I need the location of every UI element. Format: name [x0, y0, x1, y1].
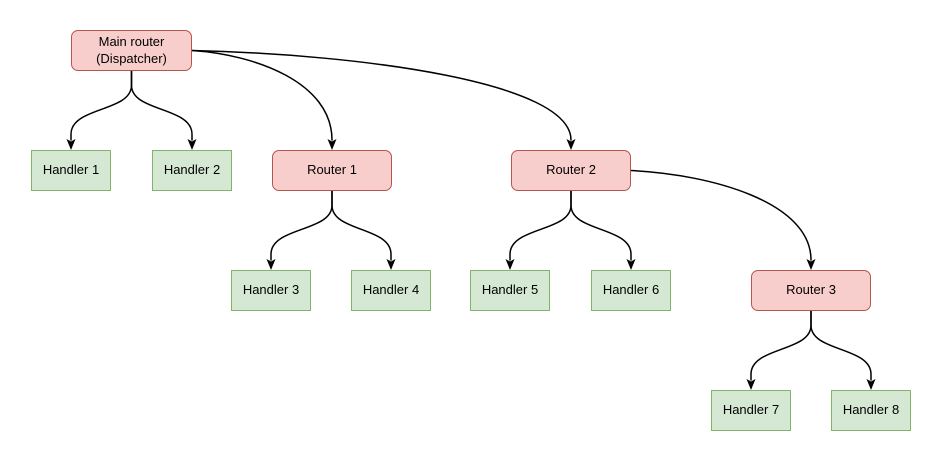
arrowhead-icon [66, 139, 76, 150]
edge-router3-to-handler7 [750, 310, 812, 381]
node-handler-4[interactable]: Handler 4 [351, 270, 431, 311]
edge-router1-to-handler4 [331, 190, 392, 261]
node-handler-4-label: Handler 4 [362, 282, 420, 298]
edge-router2-to-router3 [630, 169, 812, 261]
node-handler-6[interactable]: Handler 6 [591, 270, 671, 311]
arrowhead-icon [386, 259, 396, 270]
node-main-router-label: Main router (Dispatcher) [96, 34, 167, 66]
node-handler-8-label: Handler 8 [842, 402, 900, 418]
node-handler-8[interactable]: Handler 8 [831, 390, 911, 431]
node-router-3[interactable]: Router 3 [751, 270, 871, 311]
arrowhead-icon [266, 259, 276, 270]
arrowhead-icon [566, 139, 576, 150]
edge-main-to-handler2 [130, 70, 193, 141]
node-main-router[interactable]: Main router (Dispatcher) [71, 30, 192, 71]
node-handler-1-label: Handler 1 [42, 162, 100, 178]
node-handler-7[interactable]: Handler 7 [711, 390, 791, 431]
node-handler-5-label: Handler 5 [481, 282, 539, 298]
node-handler-3-label: Handler 3 [242, 282, 300, 298]
edge-main-to-router1 [191, 49, 333, 141]
node-handler-2[interactable]: Handler 2 [152, 150, 232, 191]
arrowhead-icon [327, 139, 337, 150]
arrowhead-icon [746, 379, 756, 390]
node-router-2-label: Router 2 [546, 162, 596, 178]
arrowhead-icon [806, 259, 816, 270]
edge-main-to-router2 [191, 49, 572, 141]
node-handler-2-label: Handler 2 [163, 162, 221, 178]
node-handler-6-label: Handler 6 [602, 282, 660, 298]
node-handler-5[interactable]: Handler 5 [470, 270, 550, 311]
arrowhead-icon [187, 139, 197, 150]
node-handler-7-label: Handler 7 [722, 402, 780, 418]
node-router-1-label: Router 1 [307, 162, 357, 178]
node-handler-3[interactable]: Handler 3 [231, 270, 311, 311]
edge-main-to-handler1 [70, 70, 133, 141]
arrowhead-icon [866, 379, 876, 390]
edge-router1-to-handler3 [270, 190, 333, 261]
arrowhead-icon [505, 259, 515, 270]
node-router-1[interactable]: Router 1 [272, 150, 392, 191]
node-handler-1[interactable]: Handler 1 [31, 150, 111, 191]
node-router-3-label: Router 3 [786, 282, 836, 298]
edge-router3-to-handler8 [810, 310, 872, 381]
arrowhead-icon [626, 259, 636, 270]
edge-router2-to-handler5 [509, 190, 572, 261]
edge-router2-to-handler6 [570, 190, 632, 261]
node-router-2[interactable]: Router 2 [511, 150, 631, 191]
